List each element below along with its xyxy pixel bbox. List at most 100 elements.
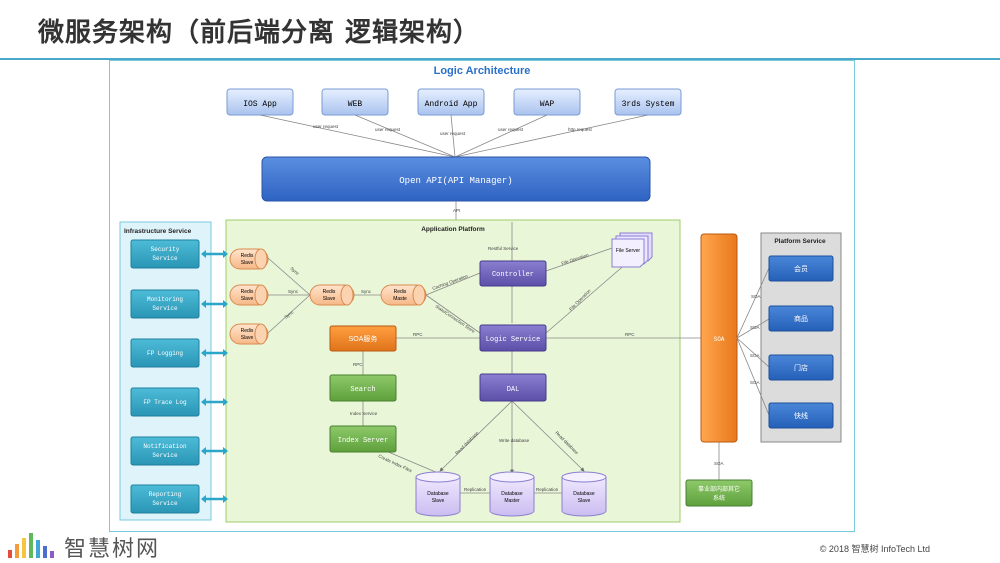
application-platform-title: Application Platform (421, 226, 485, 233)
client-connectors (259, 114, 649, 158)
infra-notification-line2: Service (152, 452, 178, 459)
svg-text:Redis: Redis (323, 289, 336, 295)
application-platform-panel (225, 219, 681, 523)
edge-label-replication-2: Replication (536, 487, 559, 492)
edge-label-soa-1: SOA (751, 294, 761, 299)
platform-service-product: 商品 (794, 314, 808, 323)
redis-slave-2: Redis Slave (229, 284, 269, 306)
svg-text:Redis: Redis (241, 289, 254, 295)
svg-text:Slave: Slave (323, 296, 336, 302)
soa-service-label: SOA服务 (349, 334, 378, 343)
file-server-label: File Server (616, 248, 641, 254)
copyright-text: © 2018 智慧树 InfoTech Ltd (819, 544, 930, 554)
edge-label-soa-2: SOA (750, 325, 760, 330)
infra-fp-logging: FP Logging (147, 350, 183, 357)
svg-text:Redis: Redis (241, 253, 254, 259)
internal-system-box (685, 479, 753, 507)
architecture-diagram: Logic Architecture IOS App WEB Android A… (119, 65, 842, 523)
redis-slave-1: Redis Slave (229, 248, 269, 270)
svg-text:Maste: Maste (393, 296, 407, 302)
internal-system-line2: 系统 (713, 494, 725, 502)
platform-service-store: 门店 (794, 363, 808, 372)
client-web: WEB (348, 100, 363, 109)
infra-monitoring-line2: Service (152, 305, 178, 312)
infra-monitoring-line1: Monitoring (147, 296, 183, 303)
edge-label-restful: Restful Service (488, 246, 519, 251)
svg-text:Slave: Slave (578, 498, 591, 504)
svg-text:Slave: Slave (432, 498, 445, 504)
edge-label-web: user request (375, 127, 401, 132)
redis-nodes: Redis Slave Redis Slave Redis Slave Redi… (229, 248, 427, 345)
client-ios-app: IOS App (243, 100, 277, 109)
svg-text:Redis: Redis (241, 328, 254, 334)
databases: Database Slave Database Master Database … (415, 471, 607, 517)
soa-service-box (329, 325, 397, 352)
logic-service-box (479, 324, 547, 352)
infra-fp-trace-log: FP Trace Log (143, 399, 187, 406)
database-master: Database Master (489, 471, 535, 517)
redis-slave-center: Redis Slave (309, 284, 355, 306)
edge-label-wap: user request (498, 127, 524, 132)
svg-text:Slave: Slave (241, 296, 254, 302)
svg-text:Database: Database (501, 491, 523, 497)
client-3rds-system: 3rds System (622, 100, 675, 109)
logo-icon (8, 533, 54, 558)
edge-label-sync-2: Sync (288, 289, 299, 294)
redis-slave-3: Redis Slave (229, 323, 269, 345)
logo-text: 智慧树网 (64, 537, 161, 562)
dal-db-arrows (439, 400, 585, 474)
file-server: File Server (611, 232, 653, 268)
architecture-diagram-frame: Logic Architecture IOS App WEB Android A… (109, 60, 855, 532)
edge-label-sync-1: Sync (289, 266, 300, 277)
infra-notification-line1: Notification (143, 443, 187, 450)
client-android-app: Android App (425, 100, 478, 109)
platform-service-express: 快线 (794, 411, 808, 420)
edge-label-write-db: Write database (499, 438, 530, 443)
edge-label-rpc-soa: RPC (413, 332, 423, 337)
infra-reporting-line1: Reporting (149, 491, 182, 498)
infrastructure-panel (119, 221, 212, 521)
platform-services: 会员 商品 门店 快线 (768, 255, 834, 429)
soa-bus-label: SOA (714, 336, 725, 343)
internal-system-line1: 事业部内部其它 (698, 485, 740, 493)
open-api-label: Open API(API Manager) (399, 176, 512, 186)
database-slave-2: Database Slave (561, 471, 607, 517)
edge-label-rpc-logic: RPC (625, 332, 635, 337)
infrastructure-services: Security Service Monitoring Service FP L… (130, 239, 200, 514)
svg-text:Slave: Slave (241, 260, 254, 266)
infra-reporting-line2: Service (152, 500, 178, 507)
platform-service-member: 会员 (794, 264, 808, 273)
diagram-title: Logic Architecture (434, 65, 531, 77)
edge-label-api: API (453, 208, 460, 213)
search-label: Search (350, 386, 375, 394)
edge-label-index-service: Index Service (350, 411, 378, 416)
edge-label-soa-down: SOA (714, 461, 724, 466)
svg-text:Slave: Slave (241, 335, 254, 341)
edge-label-android: user request (440, 131, 466, 136)
infra-security-line2: Service (152, 255, 178, 262)
controller-box (479, 260, 547, 287)
edge-label-rpc-search: RPC (353, 362, 363, 367)
index-server-box (329, 425, 397, 453)
controller-label: Controller (492, 271, 534, 279)
edge-label-sync-3: Sync (283, 309, 294, 320)
slide-title: 微服务架构（前后端分离 逻辑架构） (38, 18, 481, 48)
dal-box (479, 373, 547, 402)
edge-label-ios: user request (313, 124, 339, 129)
edge-label-3rds: http request (568, 127, 593, 132)
client-layer: IOS App WEB Android App WAP 3rds System (226, 88, 682, 116)
svg-text:Database: Database (573, 491, 595, 497)
svg-text:Database: Database (427, 491, 449, 497)
platform-connectors (267, 246, 701, 474)
logic-service-label: Logic Service (486, 336, 541, 344)
infra-security-line1: Security (151, 246, 180, 253)
edge-label-soa-3: SOA (750, 353, 760, 358)
search-box (329, 374, 397, 402)
edge-label-sync-4: Sync (361, 289, 372, 294)
client-wap: WAP (540, 100, 555, 109)
index-server-label: Index Server (338, 437, 388, 445)
edge-label-soa-4: SOA (750, 380, 760, 385)
edge-label-replication: Replication (464, 487, 487, 492)
redis-master: Redis Maste (380, 284, 427, 306)
infrastructure-title: Infrastructure Service (124, 228, 192, 235)
